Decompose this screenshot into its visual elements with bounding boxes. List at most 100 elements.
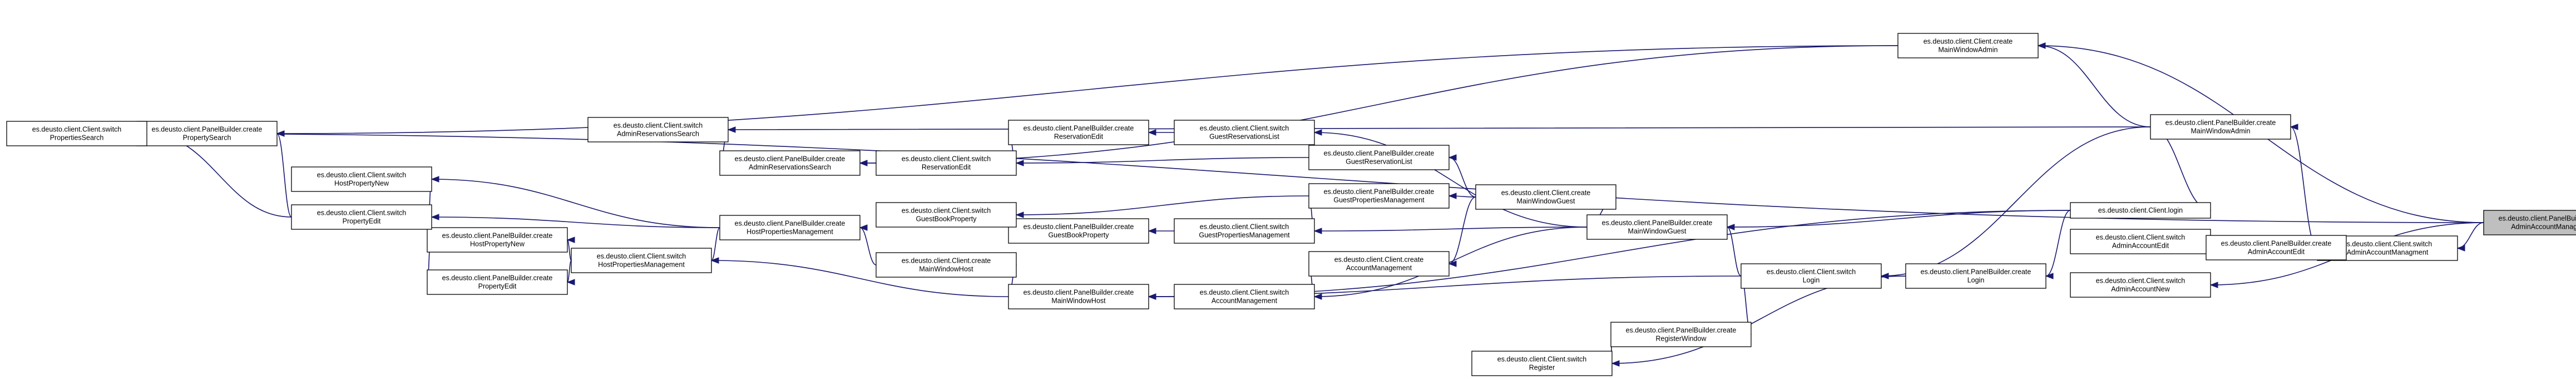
node-box — [136, 121, 278, 146]
node-cswHostPropertyNew[interactable]: es.deusto.client.Client.switchHostProper… — [291, 166, 432, 192]
node-pbPropertySearch[interactable]: es.deusto.client.PanelBuilder.createProp… — [136, 121, 278, 146]
node-box — [1308, 145, 1450, 170]
edge-arrowhead — [566, 237, 575, 243]
node-label-line: es.deusto.client.PanelBuilder.create — [1626, 327, 1737, 334]
node-cswPropertiesSearch[interactable]: es.deusto.client.Client.switchProperties… — [6, 121, 147, 146]
node-box — [1741, 263, 1882, 289]
edge-root-to-cswPropertiesSearch — [146, 133, 2484, 223]
node-cswGuestReservationsList[interactable]: es.deusto.client.Client.switchGuestReser… — [1174, 120, 1315, 145]
edge-arrowhead — [710, 257, 719, 264]
node-pbMainWindowAdmin[interactable]: es.deusto.client.PanelBuilder.createMain… — [2150, 114, 2291, 140]
node-pbReservationEdit[interactable]: es.deusto.client.PanelBuilder.createRese… — [1008, 120, 1149, 145]
edge-cswHostPropertiesManagement-to-pbPropertyEdit — [567, 260, 572, 283]
node-pbHostPropertiesManagement[interactable]: es.deusto.client.PanelBuilder.createHost… — [719, 215, 861, 240]
node-label-line: es.deusto.client.Client.switch — [1497, 356, 1587, 363]
node-label-line: HostPropertyNew — [470, 240, 525, 248]
edge-pbMainWindowHost-to-cswHostPropertiesManagement — [711, 260, 1009, 297]
node-box — [1905, 263, 2046, 289]
edge-cswLogin-to-pbMainWindowGuest — [1727, 227, 1742, 277]
node-label-line: RegisterWindow — [1655, 335, 1707, 343]
node-label-line: AdminAccountEdit — [2248, 248, 2305, 256]
node-cswAdminAccountEdit[interactable]: es.deusto.client.Client.switchAdminAccou… — [2070, 229, 2211, 254]
node-ccMainWindowGuest[interactable]: es.deusto.client.Client.createMainWindow… — [1475, 184, 1616, 210]
edge-arrowhead — [1313, 129, 1322, 136]
node-pbHostPropertyNew[interactable]: es.deusto.client.PanelBuilder.createHost… — [427, 227, 568, 253]
node-cswPropertyEdit[interactable]: es.deusto.client.Client.switchPropertyEd… — [291, 204, 432, 230]
edge-ccMainWindowGuest-to-ccAccountManagement — [1448, 196, 1476, 264]
node-box — [876, 202, 1017, 228]
node-label-line: es.deusto.client.Client.create — [902, 257, 991, 265]
node-pbPropertyEdit[interactable]: es.deusto.client.PanelBuilder.createProp… — [427, 269, 568, 295]
edge-pbGuestPropertiesManagement-to-cswGuestBookProperty — [1016, 195, 1309, 215]
node-pbLogin[interactable]: es.deusto.client.PanelBuilder.createLogi… — [1905, 263, 2046, 289]
node-ccMainWindowHost[interactable]: es.deusto.client.Client.createMainWindow… — [876, 252, 1017, 278]
node-box — [1008, 120, 1149, 145]
node-cswAdminAccountNew[interactable]: es.deusto.client.Client.switchAdminAccou… — [2070, 272, 2211, 298]
node-label-line: es.deusto.client.PanelBuilder.create — [442, 232, 553, 240]
node-pbRegisterWindow[interactable]: es.deusto.client.PanelBuilder.createRegi… — [1610, 322, 1752, 347]
node-label-line: PropertyEdit — [343, 218, 381, 225]
edge-arrowhead — [276, 130, 285, 137]
node-label-line: AdminAccountEdit — [2112, 242, 2169, 250]
node-label-line: es.deusto.client.Client.switch — [1200, 289, 1289, 297]
node-box — [1475, 184, 1616, 210]
node-cswGuestPropertiesManagement[interactable]: es.deusto.client.Client.switchGuestPrope… — [1174, 218, 1315, 244]
edge-arrowhead — [2456, 245, 2465, 252]
node-pbGuestReservationList[interactable]: es.deusto.client.PanelBuilder.createGues… — [1308, 145, 1450, 170]
node-cswAccountManagement[interactable]: es.deusto.client.Client.switchAccountMan… — [1174, 284, 1315, 309]
edge-ccMainWindowAdmin-to-pbAdminReservationsSearch — [859, 45, 1898, 164]
edge-arrowhead — [1015, 160, 1024, 166]
node-pbMainWindowGuest[interactable]: es.deusto.client.PanelBuilder.createMain… — [1586, 214, 1728, 240]
node-label-line: es.deusto.client.Client.switch — [317, 171, 407, 179]
node-pbAdminAccountEdit[interactable]: es.deusto.client.PanelBuilder.createAdmi… — [2206, 235, 2347, 260]
node-box — [1008, 218, 1149, 244]
node-label-line: es.deusto.client.PanelBuilder.create — [735, 220, 846, 228]
node-box — [2070, 272, 2211, 298]
node-label-line: es.deusto.client.PanelBuilder.create — [152, 126, 263, 134]
node-label-line: es.deusto.client.Client.switch — [1200, 125, 1289, 132]
node-box — [2070, 202, 2211, 219]
edge-arrowhead — [1313, 228, 1322, 234]
node-box — [1308, 183, 1450, 209]
edge-arrowhead — [1448, 260, 1457, 267]
node-root[interactable]: es.deusto.client.PanelBuilder.createAdmi… — [2483, 210, 2576, 235]
node-pbGuestPropertiesManagement[interactable]: es.deusto.client.PanelBuilder.createGues… — [1308, 183, 1450, 209]
node-pbGuestBookProperty[interactable]: es.deusto.client.PanelBuilder.createGues… — [1008, 218, 1149, 244]
node-cswReservationEdit[interactable]: es.deusto.client.Client.switchReservatio… — [876, 150, 1017, 176]
node-ccMainWindowAdmin[interactable]: es.deusto.client.Client.createMainWindow… — [1897, 33, 2039, 58]
node-label-line: es.deusto.client.Client.create — [1334, 256, 1424, 264]
node-pbMainWindowHost[interactable]: es.deusto.client.PanelBuilder.createMain… — [1008, 284, 1149, 309]
node-ccLogin[interactable]: es.deusto.client.Client.login — [2070, 202, 2211, 219]
node-label-line: GuestBookProperty — [916, 215, 977, 223]
node-label-line: GuestPropertiesManagement — [1333, 196, 1425, 204]
node-label-line: PropertyEdit — [478, 283, 517, 291]
node-cswHostPropertiesManagement[interactable]: es.deusto.client.Client.switchHostProper… — [571, 248, 712, 273]
node-cswAdminReservationsSearch[interactable]: es.deusto.client.Client.switchAdminReser… — [587, 117, 729, 142]
node-label-line: Register — [1529, 364, 1555, 372]
node-label-line: GuestBookProperty — [1048, 232, 1109, 239]
node-label-line: ReservationEdit — [1054, 133, 1104, 141]
edge-cswHostPropertiesManagement-to-pbHostPropertyNew — [567, 239, 572, 261]
edge-arrowhead — [2290, 124, 2298, 130]
node-box — [1174, 218, 1315, 244]
node-cswGuestBookProperty[interactable]: es.deusto.client.Client.switchGuestBookP… — [876, 202, 1017, 228]
node-pbAdminReservationsSearch[interactable]: es.deusto.client.PanelBuilder.createAdmi… — [719, 150, 861, 176]
node-box — [587, 117, 729, 142]
node-label-line: es.deusto.client.PanelBuilder.create — [1024, 289, 1134, 297]
node-box — [1174, 284, 1315, 309]
node-box — [2150, 114, 2291, 140]
node-box — [427, 227, 568, 253]
node-label-line: es.deusto.client.Client.login — [2098, 206, 2183, 214]
node-ccAccountManagement[interactable]: es.deusto.client.Client.createAccountMan… — [1308, 251, 1450, 277]
node-label-line: es.deusto.client.Client.switch — [902, 207, 991, 215]
node-label-line: es.deusto.client.Client.switch — [317, 209, 407, 217]
node-label-line: es.deusto.client.Client.switch — [2343, 240, 2432, 248]
node-box — [291, 166, 432, 192]
node-box — [291, 204, 432, 230]
edge-pbHostPropertiesManagement-to-cswHostPropertyNew — [431, 179, 720, 228]
node-box — [1586, 214, 1728, 240]
node-label-line: es.deusto.client.Client.create — [1501, 189, 1591, 197]
node-label-line: es.deusto.client.Client.switch — [1767, 268, 1856, 276]
